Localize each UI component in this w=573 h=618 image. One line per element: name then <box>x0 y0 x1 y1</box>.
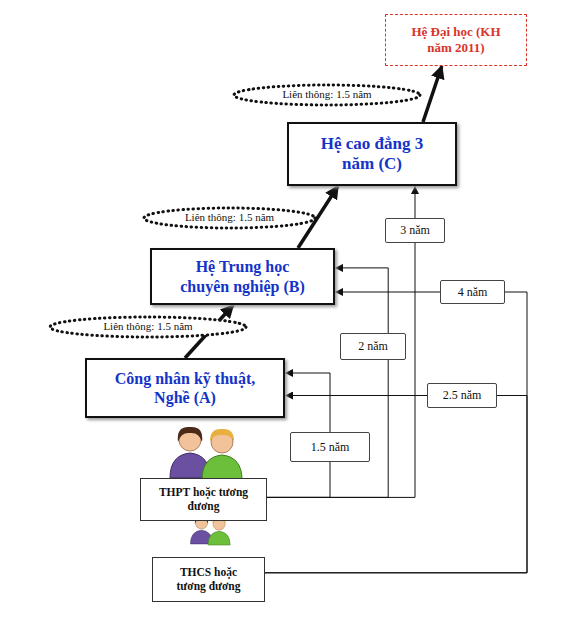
ellipse-shape <box>50 317 246 337</box>
pathway-line <box>335 268 388 333</box>
pathway-line <box>285 395 427 396</box>
pathway-line <box>415 186 416 218</box>
transfer-arrow <box>423 66 442 122</box>
transfer-label: Liên thông: 1.5 năm <box>103 320 192 333</box>
transfer-ellipse: Liên thông: 1.5 năm <box>48 315 248 339</box>
duration-box: 1.5 năm <box>290 432 370 462</box>
duration-label: 2.5 năm <box>443 388 482 402</box>
duration-label: 2 năm <box>358 339 388 353</box>
pathway-line <box>285 373 330 432</box>
duration-label: 3 năm <box>400 223 430 237</box>
box-label: THCS hoặc tương đương <box>168 566 250 594</box>
duration-label: 1.5 năm <box>311 440 350 454</box>
transfer-label: Liên thông: 1.5 năm <box>282 88 371 101</box>
pathway-line <box>335 292 440 293</box>
transfer-ellipse: Liên thông: 1.5 năm <box>142 206 317 230</box>
box-label: Hệ Trung học chuyên nghiệp (B) <box>173 257 313 295</box>
transfer-ellipse: Liên thông: 1.5 năm <box>232 83 422 107</box>
duration-box: 2 năm <box>340 333 406 360</box>
people-icon <box>170 427 242 480</box>
duration-label: 4 năm <box>458 285 488 299</box>
duration-box: 2.5 năm <box>427 383 497 408</box>
duration-box: 4 năm <box>440 280 505 304</box>
box-label: THPT hoặc tương đương <box>150 486 258 514</box>
box-label: Hệ cao đẳng 3 năm (C) <box>319 134 425 175</box>
pathway-line <box>267 462 330 497</box>
pathway-line <box>265 396 527 573</box>
level-box: Công nhân kỹ thuật, Nghề (A) <box>85 358 285 418</box>
level-box: Hệ Trung học chuyên nghiệp (B) <box>150 248 335 305</box>
transfer-label: Liên thông: 1.5 năm <box>185 211 274 224</box>
box-label: Hệ Đại học (KH năm 2011) <box>410 24 502 55</box>
entry-box: THCS hoặc tương đương <box>152 557 265 602</box>
box-label: Công nhân kỹ thuật, Nghề (A) <box>105 369 265 407</box>
pathway-line <box>267 360 388 497</box>
target-box: Hệ Đại học (KH năm 2011) <box>385 14 527 66</box>
level-box: Hệ cao đẳng 3 năm (C) <box>287 122 457 186</box>
entry-box: THPT hoặc tương đương <box>140 478 267 521</box>
pathway-line <box>265 292 527 573</box>
duration-box: 3 năm <box>385 218 445 243</box>
ellipse-shape <box>144 208 315 228</box>
ellipse-shape <box>234 85 420 105</box>
